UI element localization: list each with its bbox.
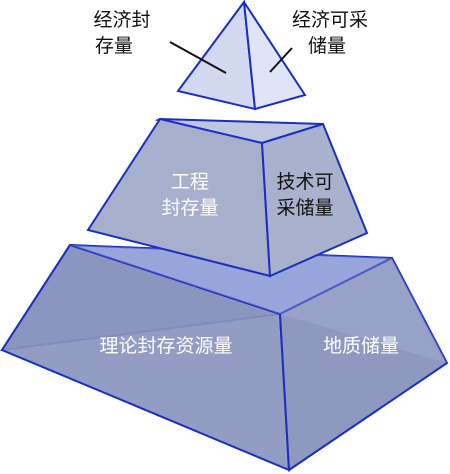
bottom-left-label: 理论封存资源量 [99,335,232,357]
bottom-right-label: 地质储量 [323,335,399,357]
top-tier [176,0,307,111]
middle-left-label-line2: 封存量 [161,197,218,219]
middle-left-label-line1: 工程 [171,171,209,193]
top-left-label-line2: 存量 [95,35,133,57]
top-tier-right-face [243,1,307,111]
top-left-label-line1: 经济封 [93,9,150,31]
bottom-tier [0,243,449,472]
top-right-leader-line [269,47,293,73]
middle-tier-right-face [260,122,369,278]
top-tier-left-face [176,0,257,111]
middle-tier [86,117,369,278]
bottom-tier-back-shade [70,245,447,363]
top-left-leader-line [169,41,227,74]
top-right-label-line1: 经济可采 [292,9,368,31]
middle-right-label-line1: 技术可 [276,171,333,193]
bottom-tier-right-face [278,256,449,472]
top-right-label-line2: 储量 [308,35,346,57]
middle-right-label-line2: 采储量 [276,197,333,219]
